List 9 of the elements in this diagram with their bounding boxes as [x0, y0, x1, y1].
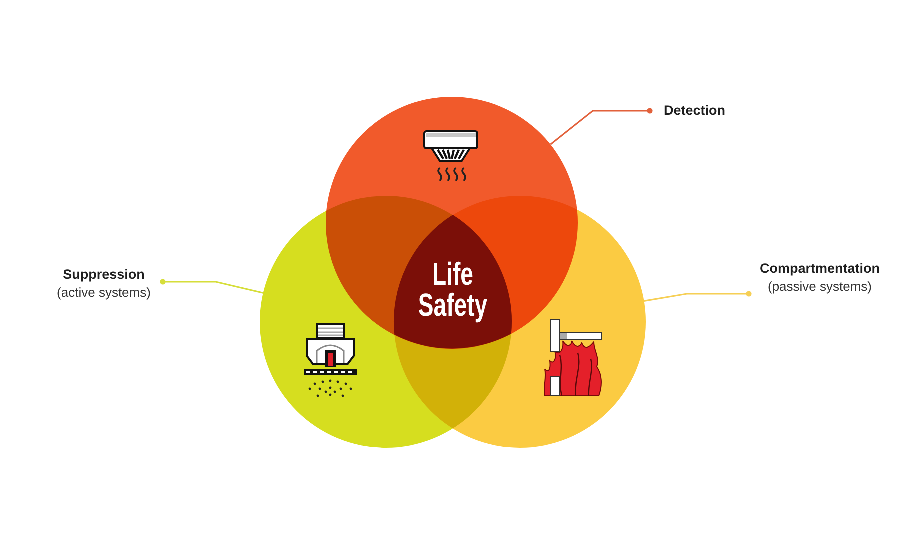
leader-line: [644, 291, 752, 302]
category-label: Compartmentation: [758, 260, 881, 278]
category-subtitle: (active systems): [56, 284, 152, 302]
category-label: Suppression: [62, 266, 146, 284]
leader-line: [160, 279, 264, 294]
category-label: Detection: [664, 102, 727, 120]
center-title: Life Safety: [417, 258, 489, 321]
category-subtitle: (passive systems): [766, 278, 874, 296]
leader-line: [550, 108, 653, 146]
